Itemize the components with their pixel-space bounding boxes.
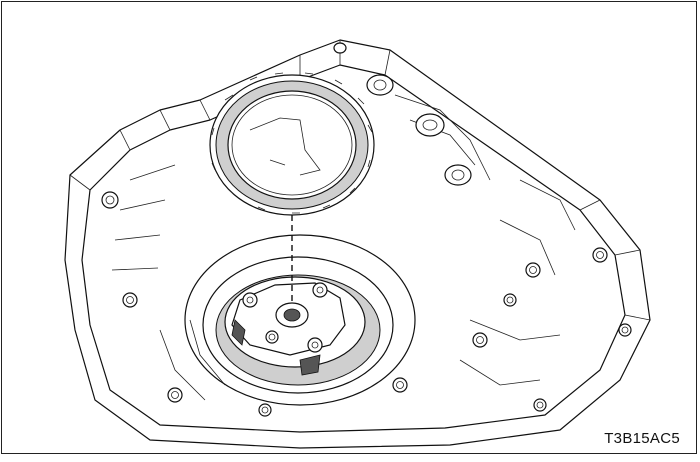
transmission-case — [64, 39, 651, 449]
figure-border — [1, 1, 697, 454]
figure-code: T3B15AC5 — [604, 430, 680, 447]
planetary-carrier — [231, 282, 346, 376]
thrust-bearing-ring — [209, 72, 375, 216]
